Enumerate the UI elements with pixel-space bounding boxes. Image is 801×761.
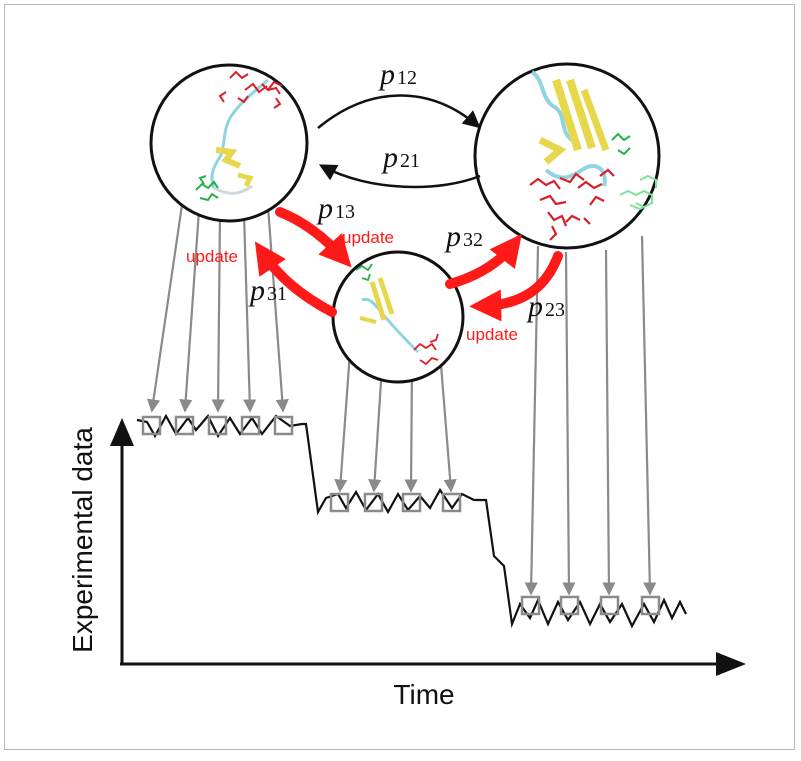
figure-border xyxy=(4,4,795,750)
state-2-circle xyxy=(473,62,661,250)
y-axis-label: Experimental data xyxy=(67,427,98,653)
axes xyxy=(110,418,746,676)
x-axis-arrowhead xyxy=(716,652,746,676)
arrow-p21 xyxy=(318,164,481,189)
update-label-p23: update xyxy=(466,325,518,344)
state-2-protein xyxy=(529,70,657,241)
measurement-boxes xyxy=(141,415,661,616)
arrow-p13 xyxy=(275,207,352,268)
update-label-p31: update xyxy=(186,247,238,266)
state-3-protein xyxy=(355,263,439,366)
y-axis-arrowhead xyxy=(110,418,134,446)
update-label-p13: update xyxy=(342,228,394,247)
arrow-p32 xyxy=(445,233,522,289)
state-1-protein xyxy=(195,70,283,202)
arrow-p12 xyxy=(317,94,481,129)
arrow-p31 xyxy=(254,241,337,317)
projection-arrows xyxy=(146,204,657,596)
state-1-circle xyxy=(149,63,309,223)
state-3-circle xyxy=(331,250,465,384)
arrow-p23 xyxy=(469,251,563,322)
x-axis-label: Time xyxy=(393,679,454,710)
